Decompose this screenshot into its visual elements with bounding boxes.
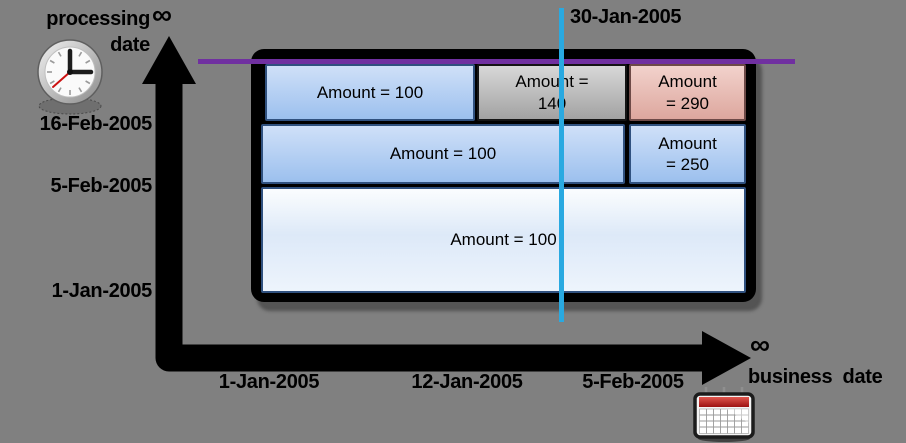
business-axis-arrowhead-icon <box>702 331 751 385</box>
processing-tick-5-feb-2005: 5-Feb-2005 <box>50 175 153 197</box>
processing-axis-infinity-symbol: ∞ <box>152 0 172 30</box>
cell-text-line2: = 250 <box>665 155 709 174</box>
cell-text-line2: 140 <box>537 93 567 113</box>
processing-axis-label: processing date <box>26 6 150 58</box>
cell-row1-amount-290: Amount = 290 <box>629 64 746 121</box>
cell-text-line1: Amount = <box>515 72 589 92</box>
cell-row3-amount-100: Amount = 100 <box>261 187 746 293</box>
business-tick-12-jan-2005: 12-Jan-2005 <box>411 371 523 393</box>
cell-text-line2: = 290 <box>665 93 709 113</box>
processing-axis-label-line2: date <box>110 34 150 56</box>
cell-text: Amount = 100 <box>316 82 424 102</box>
processing-axis-label-line1: processing <box>46 8 150 30</box>
calendar-shine <box>726 409 749 423</box>
cell-row1-amount-140: Amount = 140 <box>477 64 627 121</box>
query-date-label: 30-Jan-2005 <box>570 6 682 28</box>
calendar-icon <box>693 387 755 442</box>
calendar-grid <box>699 409 749 434</box>
clock-icon <box>37 39 103 115</box>
business-tick-5-feb-2005: 5-Feb-2005 <box>582 371 684 393</box>
cell-row2-amount-250: Amount = 250 <box>629 124 746 184</box>
cell-row1-amount-100: Amount = 100 <box>265 64 475 121</box>
cell-text-line1: Amount <box>658 72 717 92</box>
business-axis-label: business date <box>748 366 883 388</box>
clock-shadow <box>38 97 102 115</box>
processing-tick-1-jan-2005: 1-Jan-2005 <box>51 280 153 302</box>
cell-text: Amount = 100 <box>389 144 497 164</box>
business-axis-infinity-symbol: ∞ <box>750 329 770 360</box>
processing-tick-16-feb-2005: 16-Feb-2005 <box>39 113 153 135</box>
calendar-header <box>699 397 749 407</box>
cell-row2-amount-100: Amount = 100 <box>261 124 625 184</box>
cell-text-line1: Amount <box>658 133 717 153</box>
business-tick-1-jan-2005: 1-Jan-2005 <box>218 371 320 393</box>
clock-second-hand <box>52 71 71 88</box>
cell-text: Amount = 100 <box>450 230 557 250</box>
processing-axis-arrowhead-icon <box>142 36 196 84</box>
